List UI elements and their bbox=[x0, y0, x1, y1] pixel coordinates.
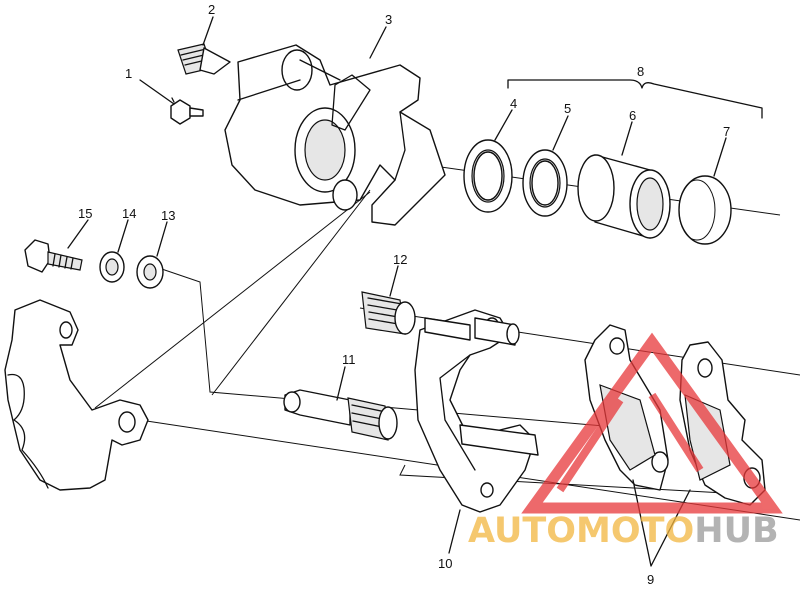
part-14-lock-washer bbox=[99, 251, 125, 283]
callout-3: 3 bbox=[385, 12, 392, 27]
part-15-bolt bbox=[24, 239, 83, 273]
watermark-triangle-logo bbox=[521, 332, 783, 514]
callout-15: 15 bbox=[78, 206, 92, 221]
part-10-caliper-bracket bbox=[414, 309, 539, 513]
part-1-bleeder-screw bbox=[170, 97, 204, 125]
callout-13: 13 bbox=[161, 208, 175, 223]
callout-labels: 1 2 3 4 5 6 7 8 9 10 11 12 13 14 15 bbox=[78, 2, 730, 587]
callout-11: 11 bbox=[342, 352, 356, 367]
part-13-washer bbox=[136, 255, 164, 289]
part-12-guide-pin bbox=[361, 291, 416, 335]
watermark-text-automoto: AUTOMOTO bbox=[468, 511, 694, 551]
leader-lines bbox=[67, 16, 727, 567]
callout-4: 4 bbox=[510, 96, 517, 111]
watermark-inner-triangle bbox=[556, 392, 704, 493]
watermark-text-hub: HUB bbox=[694, 511, 778, 551]
callout-6: 6 bbox=[629, 108, 636, 123]
callout-14: 14 bbox=[122, 206, 136, 221]
part-11-guide-pin bbox=[283, 389, 398, 441]
watermark-text: AUTOMOTOHUB bbox=[468, 511, 779, 551]
part-2-pin-bolt bbox=[177, 43, 231, 75]
callout-2: 2 bbox=[208, 2, 215, 17]
callout-5: 5 bbox=[564, 101, 571, 116]
callout-9: 9 bbox=[647, 572, 654, 587]
part-3-caliper-body bbox=[224, 44, 446, 226]
automotohub-watermark: AUTOMOTOHUB bbox=[468, 332, 783, 551]
callout-7: 7 bbox=[723, 124, 730, 139]
part-7-boot bbox=[678, 175, 732, 245]
callout-8: 8 bbox=[637, 64, 644, 79]
part-6-piston bbox=[577, 154, 671, 239]
left-mounting-bracket bbox=[4, 299, 149, 491]
part-5-seal bbox=[522, 149, 568, 217]
part-4-seal bbox=[463, 139, 513, 213]
part-8-group-bracket bbox=[507, 79, 763, 119]
callout-1: 1 bbox=[125, 66, 132, 81]
callout-10: 10 bbox=[438, 556, 452, 571]
callout-12: 12 bbox=[393, 252, 407, 267]
